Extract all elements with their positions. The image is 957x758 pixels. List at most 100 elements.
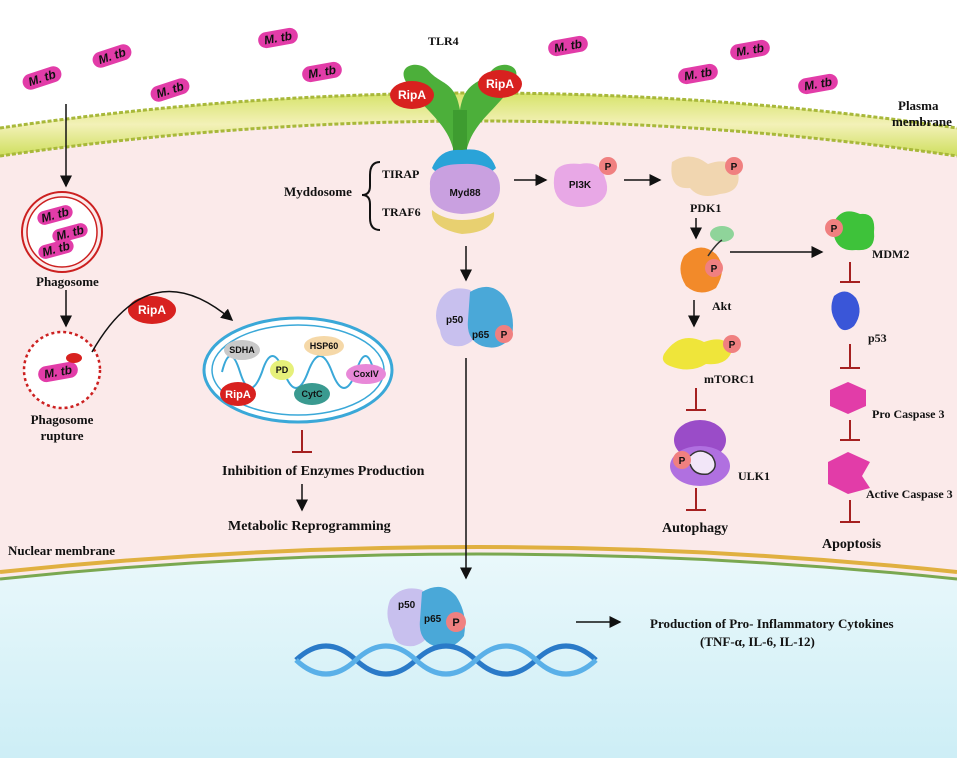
phosphate-label: P — [831, 224, 838, 235]
mtorc1-protein — [662, 335, 741, 370]
sdha-enzyme — [224, 340, 260, 360]
tlr4-label: TLR4 — [428, 34, 459, 48]
p53-label: p53 — [868, 331, 887, 345]
diagram-text: membrane — [892, 114, 952, 129]
active-caspase3-label: Active Caspase 3 — [866, 487, 953, 501]
diagram-text: Plasma — [898, 98, 939, 113]
pro-caspase3-icon — [830, 382, 866, 414]
mitochondrion — [202, 316, 394, 424]
phosphate-label: P — [731, 162, 738, 173]
p50-label: p50 — [446, 315, 464, 326]
diagram-text: rupture — [40, 428, 83, 443]
sdha-label: SDHA — [229, 345, 255, 355]
phagosome-label: Phagosome — [36, 274, 99, 289]
p65-label: p65 — [424, 614, 442, 625]
inhibition-label: Inhibition of Enzymes Production — [222, 464, 425, 479]
diagram-text: M. tb — [683, 65, 713, 84]
myddosome-label: Myddosome — [284, 184, 352, 199]
nfkb-nuclear — [387, 586, 466, 648]
apoptosis-label: Apoptosis — [822, 537, 882, 552]
mdm2-label: MDM2 — [872, 247, 909, 261]
phosphate-label: P — [729, 340, 736, 351]
ripa-label: RipA — [486, 77, 514, 91]
p53-protein — [831, 291, 860, 331]
diagram-text: Phagosome — [31, 412, 94, 427]
pi3k-label: PI3K — [569, 180, 592, 191]
ruptured-phagosome: M. tb — [22, 330, 102, 410]
ripa-label: RipA — [398, 88, 426, 102]
traf6-label: TRAF6 — [382, 205, 421, 219]
active-caspase3-icon — [828, 452, 870, 494]
nfkb-cytoplasmic — [436, 286, 513, 348]
mtorc1-label: mTORC1 — [704, 372, 754, 386]
diagram-text: M. tb — [263, 29, 293, 48]
hsp60-label: HSP60 — [310, 341, 339, 351]
nuclear-membrane-label: Nuclear membrane — [8, 543, 115, 558]
dna-helix — [294, 643, 598, 677]
diagram-text: M. tb — [307, 63, 337, 82]
mtb-bacillus: M. tb — [548, 35, 588, 57]
ripa-ligand — [390, 81, 434, 109]
phosphate-icon — [599, 157, 617, 175]
phosphate-label: P — [679, 456, 686, 467]
autophagy-label: Autophagy — [662, 521, 728, 536]
ulk1-label: ULK1 — [738, 469, 770, 483]
coxiv-enzyme — [346, 364, 386, 384]
plasma-membrane — [0, 91, 957, 158]
diagram-text: M. tb — [803, 75, 833, 94]
mtb-bacillus: M. tb — [92, 44, 132, 68]
phosphate-label: P — [711, 264, 718, 275]
nuclear-membrane — [0, 545, 957, 581]
myddosome-complex — [429, 149, 500, 234]
diagram-text: M. tb — [55, 223, 86, 244]
coxiv-label: CoxIV — [353, 369, 379, 379]
pro-caspase3-label: Pro Caspase 3 — [872, 407, 944, 421]
cytokines-list: (TNF-α, IL-6, IL-12) — [700, 634, 815, 649]
mtb-bacilli: M. tb M. tb M. tb M. tb M. tb M. tb M. t… — [22, 27, 838, 102]
p50-label: p50 — [398, 600, 416, 611]
inhibition-markers — [292, 262, 860, 523]
cytc-label: CytC — [301, 389, 323, 399]
myddosome-brace — [361, 161, 381, 231]
mdm2-protein — [825, 211, 875, 251]
cytc-enzyme — [294, 383, 330, 405]
phosphate-label: P — [501, 330, 508, 341]
metabolic-label: Metabolic Reprogramming — [228, 519, 391, 534]
diagram-text: M. tb — [735, 41, 765, 60]
pi3k-protein — [553, 157, 617, 207]
ripa-protein — [128, 296, 176, 324]
ripa-label: RipA — [225, 389, 251, 401]
mtb-bacillus: M. tb — [22, 66, 62, 90]
mtb-bacillus: M. tb — [678, 63, 718, 85]
diagram-text: M. tb — [553, 37, 583, 56]
mtb-bacillus: M. tb — [258, 27, 298, 49]
ripa-ligand — [478, 70, 522, 98]
phosphate-label: P — [452, 617, 459, 629]
mtb-bacillus: M. tb — [798, 73, 838, 95]
activation-arrows — [60, 104, 824, 628]
phagosome: M. tb M. tb M. tb — [21, 191, 103, 273]
tirap-label: TIRAP — [382, 167, 419, 181]
cytokines-label: Production of Pro- Inflammatory Cytokine… — [650, 616, 894, 631]
myd88-label: Myd88 — [449, 188, 481, 199]
ripa-label: RipA — [138, 303, 166, 317]
hsp60-enzyme — [304, 336, 344, 356]
p65-label: p65 — [472, 330, 490, 341]
mtb-bacillus: M. tb — [150, 78, 190, 102]
mtb-bacillus: M. tb — [730, 39, 770, 61]
akt-protein — [680, 226, 734, 293]
pd-label: PD — [276, 365, 289, 375]
mtb-bacillus: M. tb — [302, 61, 342, 83]
ulk1-protein — [670, 420, 730, 486]
ripa-enzyme — [220, 382, 256, 406]
phosphate-label: P — [605, 162, 612, 173]
akt-label: Akt — [712, 299, 731, 313]
pdk1-label: PDK1 — [690, 201, 721, 215]
pd-enzyme — [270, 360, 294, 380]
diagram-text: M. tb — [43, 363, 73, 382]
pdk1-protein — [671, 156, 743, 196]
